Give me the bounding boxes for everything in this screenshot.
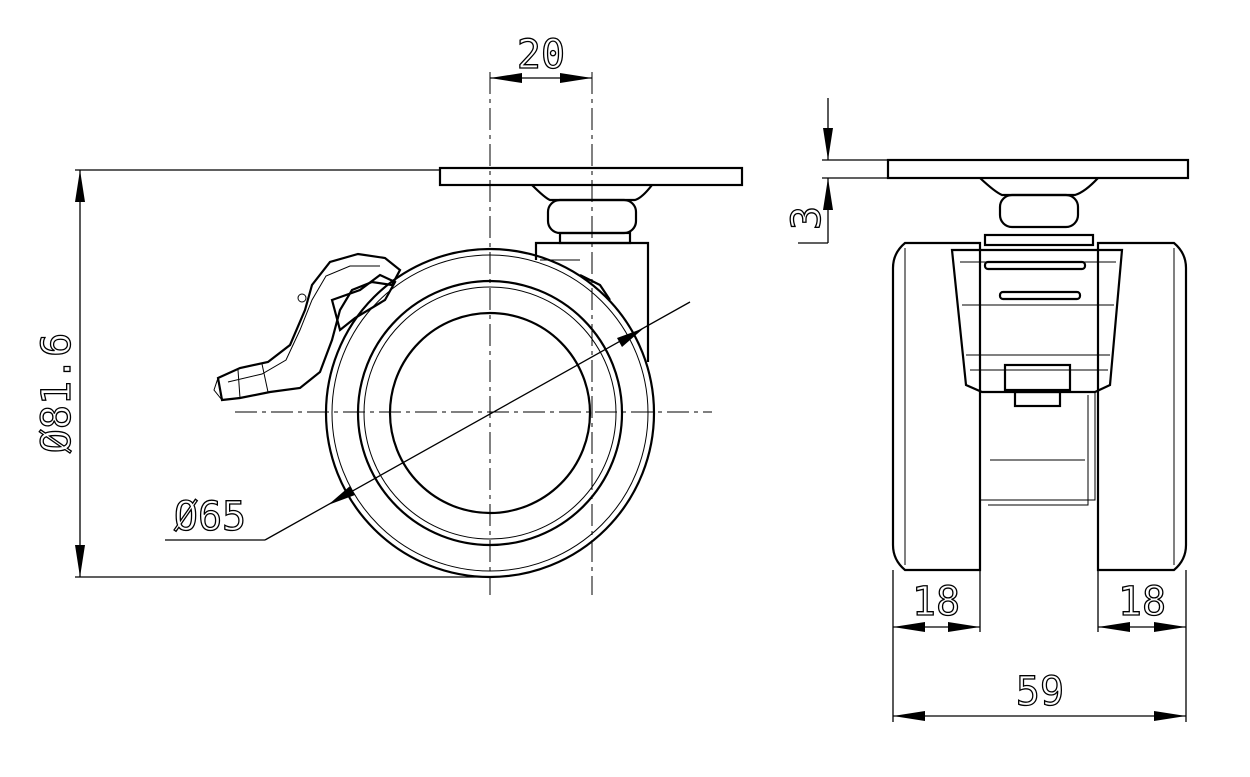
dim-20-label: 20	[517, 32, 565, 78]
dimension-18-right: 18	[1097, 570, 1187, 722]
brake-pivot	[330, 273, 397, 332]
dim-59-label: 59	[1016, 669, 1064, 715]
dimension-dia-81-6: Ø81.6	[33, 169, 490, 578]
dim-dia-81-6-label: Ø81.6	[34, 333, 80, 453]
dimension-59: 59	[893, 668, 1186, 721]
dim-dia-65-label: Ø65	[174, 494, 246, 540]
dimension-18-left: 18	[892, 570, 981, 722]
brake-lever	[216, 252, 402, 402]
mounting-plate-front	[886, 158, 1190, 180]
wheel-right	[1096, 241, 1188, 572]
wheel-left	[891, 241, 982, 572]
dimension-dia-65: Ø65	[165, 301, 691, 541]
dim-18-right-label: 18	[1118, 579, 1166, 625]
fork-housing	[950, 248, 1124, 394]
fork-stem	[534, 241, 650, 362]
dimension-3: 3	[783, 98, 888, 244]
side-view: 20 Ø65	[33, 31, 744, 595]
swivel-collar	[558, 231, 632, 245]
mounting-plate	[438, 166, 744, 187]
front-view: 3 18 18 59	[783, 98, 1190, 722]
dim-18-left-label: 18	[912, 579, 960, 625]
dim-3-label: 3	[784, 206, 830, 230]
dimension-20: 20	[490, 31, 592, 83]
